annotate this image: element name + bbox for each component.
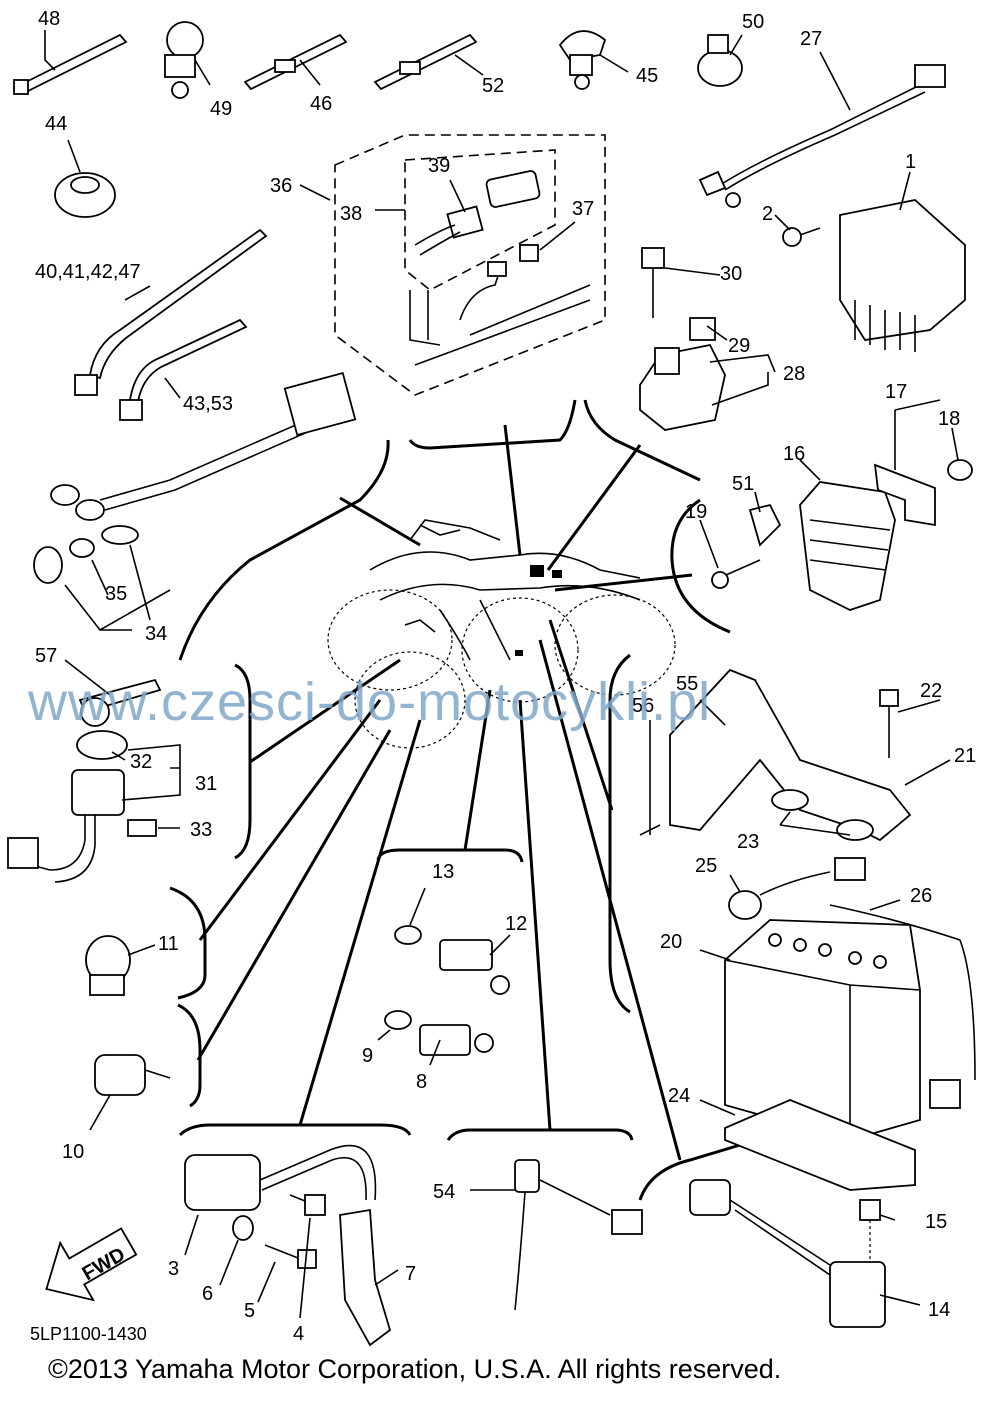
part-label-18: 18 — [938, 408, 960, 430]
part-label-28: 28 — [783, 363, 805, 385]
part-label-10: 10 — [62, 1141, 84, 1163]
part-label-13: 13 — [432, 861, 454, 883]
part-label-45: 45 — [636, 65, 658, 87]
part-label-39: 39 — [428, 155, 450, 177]
part-label-23: 23 — [737, 831, 759, 853]
part-label-32: 32 — [130, 751, 152, 773]
part-label-12: 12 — [505, 913, 527, 935]
part-label-56: 56 — [632, 695, 654, 717]
part-label-19: 19 — [685, 501, 707, 523]
watermark-url: www.czesci-do-motocykli.pl — [27, 672, 711, 732]
part-label-37: 37 — [572, 198, 594, 220]
part-label-31: 31 — [195, 773, 217, 795]
group-brackets — [169, 399, 741, 1201]
part-label-52: 52 — [482, 75, 504, 97]
part-label-14: 14 — [928, 1299, 950, 1321]
part-label-16: 16 — [783, 443, 805, 465]
part-label-40-41-42-47: 40,41,42,47 — [35, 261, 141, 283]
part-label-29: 29 — [728, 335, 750, 357]
part-label-5: 5 — [244, 1300, 255, 1322]
part-label-6: 6 — [202, 1283, 213, 1305]
part-label-36: 36 — [270, 175, 292, 197]
relay-assembly-box — [334, 134, 606, 396]
part-label-3: 3 — [168, 1258, 179, 1280]
part-label-27: 27 — [800, 28, 822, 50]
part-label-4: 4 — [293, 1323, 304, 1345]
part-label-51: 51 — [732, 473, 754, 495]
copyright-notice: ©2013 Yamaha Motor Corporation, U.S.A. A… — [48, 1354, 781, 1384]
part-label-34: 34 — [145, 623, 167, 645]
part-label-50: 50 — [742, 11, 764, 33]
part-label-30: 30 — [720, 263, 742, 285]
part-label-55: 55 — [676, 673, 698, 695]
part-label-35: 35 — [105, 583, 127, 605]
leader-lines — [44, 30, 959, 1319]
part-label-8: 8 — [416, 1071, 427, 1093]
part-label-48: 48 — [38, 8, 60, 30]
part-label-26: 26 — [910, 885, 932, 907]
part-label-20: 20 — [660, 931, 682, 953]
part-label-1: 1 — [905, 151, 916, 173]
part-label-2: 2 — [762, 203, 773, 225]
part-label-38: 38 — [340, 203, 362, 225]
atv-vehicle-sketch — [327, 519, 676, 749]
part-label-49: 49 — [210, 98, 232, 120]
part-label-24: 24 — [668, 1085, 690, 1107]
part-label-44: 44 — [45, 113, 67, 135]
part-label-22: 22 — [920, 680, 942, 702]
part-label-25: 25 — [695, 855, 717, 877]
part-label-7: 7 — [405, 1263, 416, 1285]
part-label-43-53: 43,53 — [183, 393, 233, 415]
part-label-15: 15 — [925, 1211, 947, 1233]
part-label-33: 33 — [190, 819, 212, 841]
part-label-46: 46 — [310, 93, 332, 115]
part-sketches — [7, 21, 976, 1347]
part-label-17: 17 — [885, 381, 907, 403]
part-label-9: 9 — [362, 1045, 373, 1067]
part-label-54: 54 — [433, 1181, 455, 1203]
part-label-11: 11 — [158, 933, 179, 955]
part-label-21: 21 — [954, 745, 976, 767]
diagram-code: 5LP1100-1430 — [30, 1324, 147, 1344]
part-label-57: 57 — [35, 645, 57, 667]
